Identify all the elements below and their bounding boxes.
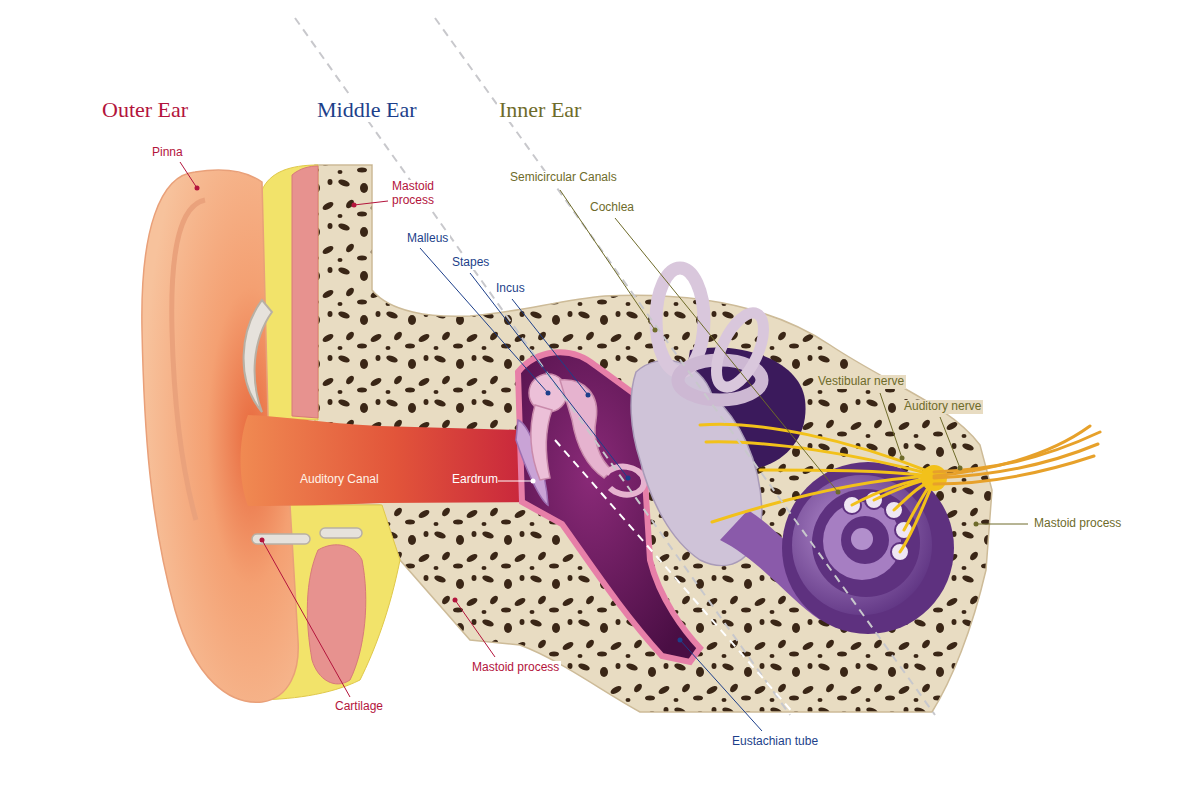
section-heading: Inner Ear	[497, 97, 583, 122]
part-label: Cartilage	[333, 700, 385, 714]
cartilage	[320, 528, 362, 538]
incus	[560, 380, 612, 478]
part-label: Malleus	[405, 232, 450, 246]
section-heading: Outer Ear	[100, 97, 190, 122]
malleus	[531, 405, 552, 480]
cochlea	[851, 528, 873, 550]
semicircular-canal	[656, 268, 704, 372]
part-label: Eardrum	[450, 473, 500, 487]
nerve-fibres	[700, 424, 934, 552]
muscle-tissue	[307, 545, 365, 684]
part-label: Pinna	[150, 146, 185, 160]
part-label: Semicircular Canals	[508, 171, 619, 185]
section-divider	[555, 440, 795, 715]
part-label: Incus	[494, 282, 527, 296]
section-heading: Middle Ear	[315, 97, 419, 122]
part-label: Auditory Canal	[298, 473, 381, 487]
helix-fold	[172, 200, 205, 520]
part-label: Mastoid process	[470, 661, 561, 675]
stapes	[606, 467, 644, 495]
section-divider	[295, 18, 790, 715]
part-label: Stapes	[450, 256, 491, 270]
part-label: Mastoid process	[1032, 517, 1123, 531]
cartilage	[244, 300, 272, 412]
part-label: Mastoid process	[390, 180, 458, 208]
cochlea	[812, 489, 920, 597]
auditory-canal	[241, 415, 549, 506]
cartilage	[252, 534, 310, 544]
cochlea	[841, 516, 889, 564]
part-label: Auditory nerve	[902, 400, 983, 414]
fat-tissue	[262, 165, 318, 420]
section-divider	[435, 18, 935, 715]
part-label: Cochlea	[588, 201, 636, 215]
muscle-tissue	[292, 166, 318, 418]
leader-lines	[180, 162, 1028, 731]
part-label: Vestibular nerve	[816, 375, 906, 389]
part-label: Eustachian tube	[730, 735, 820, 749]
auditory-nerve-bundle	[934, 426, 1100, 484]
cochlea	[782, 462, 954, 634]
semicircular-canal	[707, 306, 773, 394]
